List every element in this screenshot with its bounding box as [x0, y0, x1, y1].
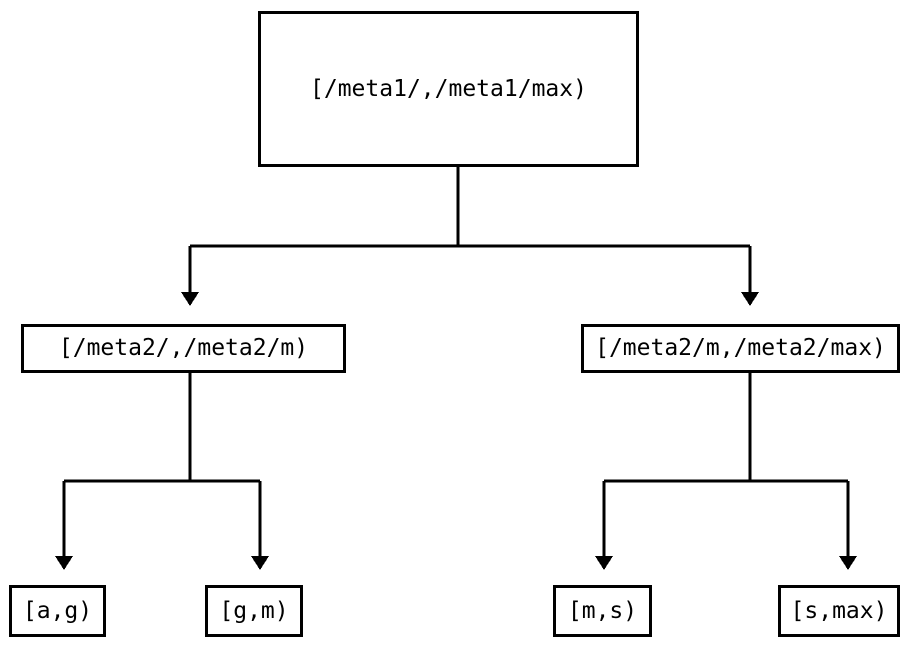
node-leaf-smax[interactable]: [s,max): [778, 585, 900, 637]
arrowhead-to-meta2-high-icon: [741, 292, 759, 306]
arrowhead-to-leaf-ms-icon: [595, 556, 613, 570]
node-leaf-gm-label: [g,m): [219, 597, 289, 624]
node-leaf-ms-label: [m,s): [567, 597, 638, 624]
node-meta2-low[interactable]: [/meta2/,/meta2/m): [21, 324, 346, 373]
node-leaf-smax-label: [s,max): [790, 597, 888, 624]
node-meta2-low-label: [/meta2/,/meta2/m): [58, 335, 309, 361]
node-root[interactable]: [/meta1/,/meta1/max): [258, 11, 639, 167]
node-leaf-ag-label: [a,g): [22, 597, 93, 624]
arrowhead-to-meta2-low-icon: [181, 292, 199, 306]
node-root-label: [/meta1/,/meta1/max): [310, 75, 587, 102]
node-leaf-ag[interactable]: [a,g): [9, 585, 106, 637]
arrowhead-to-leaf-ag-icon: [55, 556, 73, 570]
arrowhead-to-leaf-gm-icon: [251, 556, 269, 570]
node-leaf-ms[interactable]: [m,s): [553, 585, 652, 637]
node-meta2-high-label: [/meta2/m,/meta2/max): [595, 335, 886, 361]
node-meta2-high[interactable]: [/meta2/m,/meta2/max): [581, 324, 900, 373]
node-leaf-gm[interactable]: [g,m): [205, 585, 303, 637]
arrowhead-to-leaf-smax-icon: [839, 556, 857, 570]
